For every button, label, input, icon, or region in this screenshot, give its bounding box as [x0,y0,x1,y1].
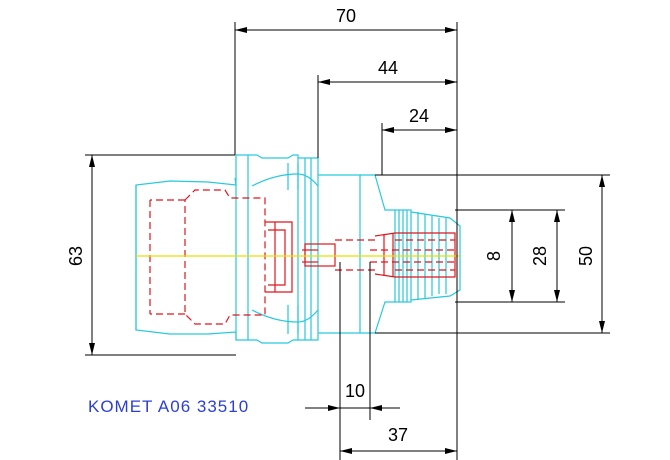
dimension-70-label: 70 [336,6,356,26]
dimension-28-label: 28 [530,246,550,266]
dimension-44-label: 44 [378,58,398,78]
part-number-caption: KOMET A06 33510 [88,397,249,416]
holder-outline [135,154,461,344]
dimension-63-label: 63 [66,246,86,266]
dimension-10-label: 10 [345,381,365,401]
hidden-lines [149,189,456,325]
dimension-37-label: 37 [388,425,408,445]
dimension-8-label: 8 [484,251,504,261]
dimension-lines [85,22,610,460]
dimension-50-label: 50 [576,246,596,266]
dimension-24-label: 24 [409,106,429,126]
